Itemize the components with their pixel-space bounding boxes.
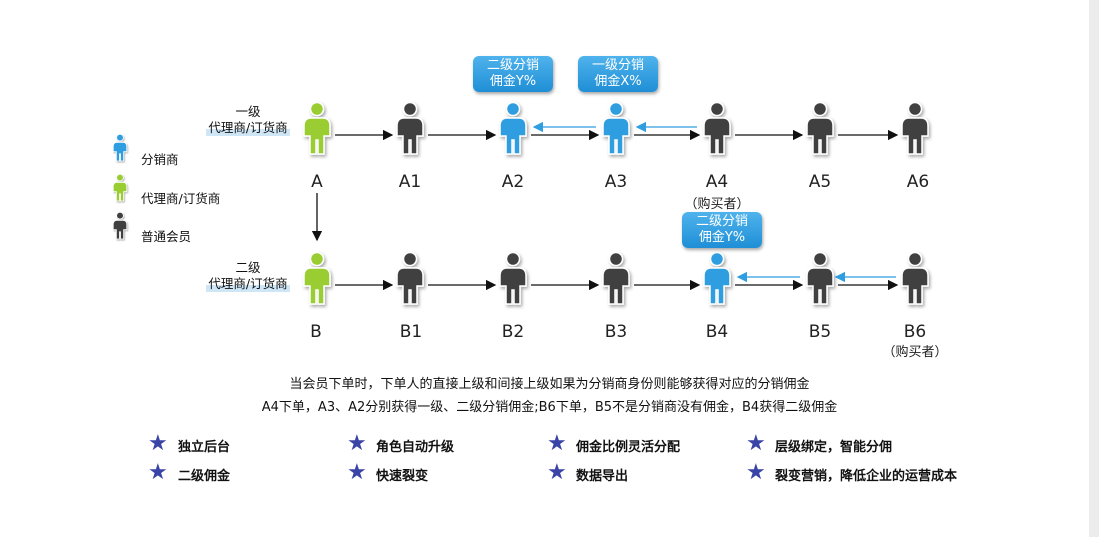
star-icon: ★ xyxy=(547,460,567,485)
person-icon-B1 xyxy=(396,251,424,305)
person-icon-B3 xyxy=(602,251,630,305)
row1-label-line2: 代理商/订货商 xyxy=(206,120,290,136)
star-icon: ★ xyxy=(746,431,766,456)
node-label-A2: A2 xyxy=(501,172,525,192)
person-icon-B4 xyxy=(703,251,731,305)
node-label-A3: A3 xyxy=(604,172,628,192)
node-label-A4: A4 xyxy=(705,172,729,192)
star-icon: ★ xyxy=(148,460,168,485)
feature-item: 佣金比例灵活分配 xyxy=(576,440,681,455)
person-icon-B6 xyxy=(901,251,929,305)
badge-secondary-commission-A2: 二级分销 佣金Y% xyxy=(473,56,553,92)
person-icon-A5 xyxy=(806,101,834,155)
star-icon: ★ xyxy=(148,431,168,456)
person-icon-A xyxy=(303,101,331,155)
caption-line2: A4下单，A3、A2分别获得一级、二级分销佣金;B6下单，B5不是分销商没有佣金… xyxy=(261,400,838,415)
person-icon-B2 xyxy=(499,251,527,305)
node-label-A1: A1 xyxy=(398,172,422,192)
legend-distributor-label: 分销商 xyxy=(141,152,179,167)
feature-item: 数据导出 xyxy=(576,469,629,484)
feature-item: 裂变营销，降低企业的运营成本 xyxy=(775,469,958,484)
badge-primary-commission-A3: 一级分销 佣金X% xyxy=(578,56,658,92)
feature-item: 层级绑定，智能分佣 xyxy=(775,440,893,455)
node-label-B: B xyxy=(310,322,322,342)
legend-agent-label: 代理商/订货商 xyxy=(141,191,221,206)
badge-line2: 佣金Y% xyxy=(698,230,746,245)
row2-label-line2: 代理商/订货商 xyxy=(206,276,290,292)
feature-item: 二级佣金 xyxy=(178,469,231,484)
row1-label-line1: 一级 xyxy=(235,104,261,119)
node-label-B6: B6 xyxy=(903,322,927,342)
legend-member-label: 普通会员 xyxy=(141,229,192,244)
legend-blue-person-icon xyxy=(112,133,128,162)
row2-label-line1: 二级 xyxy=(235,260,261,275)
badge-line2: 佣金X% xyxy=(594,74,642,89)
legend-green-person-icon xyxy=(112,173,128,202)
feature-item: 独立后台 xyxy=(178,440,231,455)
node-label-B2: B2 xyxy=(501,322,525,342)
badge-line1: 二级分销 xyxy=(486,58,539,73)
person-icon-B xyxy=(303,251,331,305)
node-label-A6: A6 xyxy=(906,172,930,192)
person-icon-A1 xyxy=(396,101,424,155)
node-label-A5: A5 xyxy=(808,172,832,192)
person-icon-B5 xyxy=(806,251,834,305)
person-icon-A3 xyxy=(602,101,630,155)
right-edge-strip xyxy=(1089,0,1099,537)
star-icon: ★ xyxy=(746,460,766,485)
person-icon-A2 xyxy=(499,101,527,155)
badge-secondary-commission-B4: 二级分销 佣金Y% xyxy=(682,212,762,248)
badge-line1: 一级分销 xyxy=(591,58,644,73)
caption-line1: 当会员下单时，下单人的直接上级和间接上级如果为分销商身份则能够获得对应的分销佣金 xyxy=(289,377,810,392)
arrows-layer xyxy=(311,121,899,291)
node-label-B3: B3 xyxy=(604,322,628,342)
node-label-A: A xyxy=(311,172,323,192)
buyer-note-A4: （购买者） xyxy=(684,197,750,212)
persons-layer xyxy=(112,101,929,305)
star-icon: ★ xyxy=(347,460,367,485)
star-icon: ★ xyxy=(347,431,367,456)
legend-gray-person-icon xyxy=(112,211,128,240)
buyer-note-B6: （购买者） xyxy=(882,345,948,360)
person-icon-A4 xyxy=(703,101,731,155)
star-icon: ★ xyxy=(547,431,567,456)
badge-line2: 佣金Y% xyxy=(489,74,537,89)
row1-label: 一级 代理商/订货商 xyxy=(193,104,303,136)
node-label-B5: B5 xyxy=(808,322,832,342)
feature-item: 角色自动升级 xyxy=(376,440,455,455)
row2-label: 二级 代理商/订货商 xyxy=(193,260,303,292)
person-icon-A6 xyxy=(901,101,929,155)
node-label-B1: B1 xyxy=(399,322,423,342)
badge-line1: 二级分销 xyxy=(695,214,748,229)
feature-item: 快速裂变 xyxy=(376,469,429,484)
node-label-B4: B4 xyxy=(705,322,729,342)
